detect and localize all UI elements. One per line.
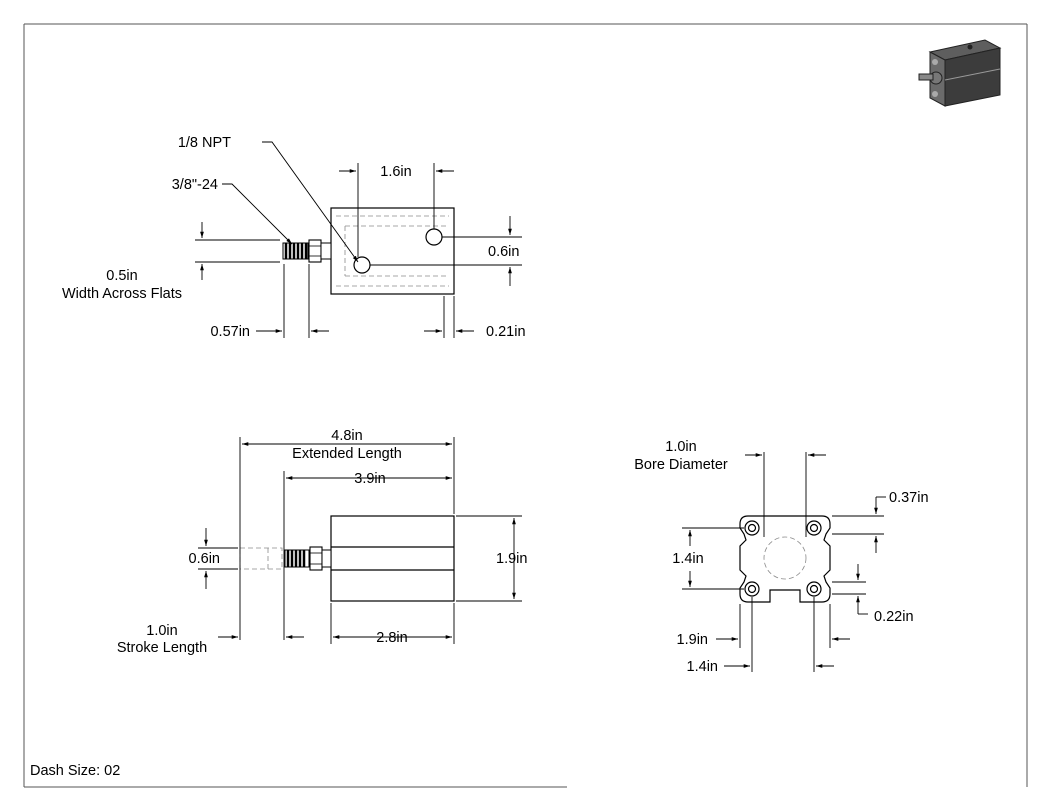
slot-depth-label: 0.22in xyxy=(874,609,914,625)
rod-thread xyxy=(282,239,332,263)
bore-hidden xyxy=(763,536,807,580)
bore-value-label: 1.0in xyxy=(665,439,696,455)
corner-hole-label: 0.37in xyxy=(889,490,929,506)
extended-caption-label: Extended Length xyxy=(292,446,402,462)
drawing-frame xyxy=(23,23,1028,788)
flats-caption-label: Width Across Flats xyxy=(62,286,182,302)
flats-value-label: 0.5in xyxy=(106,268,137,284)
bore-caption-label: Bore Diameter xyxy=(634,457,728,473)
stroke-caption-label: Stroke Length xyxy=(117,640,207,656)
stroke-value-label: 1.0in xyxy=(146,623,177,639)
rod-diameter-label: 0.6in xyxy=(189,551,220,567)
side-body xyxy=(330,515,455,602)
body-height-label: 1.9in xyxy=(496,551,527,567)
corner-holes xyxy=(744,520,822,597)
cylinder-3d-thumbnail-icon xyxy=(918,39,1002,107)
body-length-label: 2.8in xyxy=(376,630,407,646)
top-length-label: 1.6in xyxy=(380,164,411,180)
end-face-outline xyxy=(739,515,831,603)
rod-length-label: 0.57in xyxy=(210,324,250,340)
hole-spacing-v-label: 1.4in xyxy=(672,551,703,567)
top-view xyxy=(195,141,522,338)
top-port-1 xyxy=(425,228,443,246)
thread-label: 3/8"-24 xyxy=(172,177,218,193)
npt-label: 1/8 NPT xyxy=(178,135,231,151)
side-rod-thread xyxy=(284,546,332,571)
top-port-offset-label: 0.6in xyxy=(488,244,519,260)
port-from-end-label: 0.21in xyxy=(486,324,526,340)
top-body xyxy=(330,207,455,295)
face-width-label: 1.9in xyxy=(677,632,708,648)
retracted-length-label: 3.9in xyxy=(354,471,385,487)
end-view xyxy=(682,452,886,672)
hole-spacing-h-label: 1.4in xyxy=(687,659,718,675)
dash-size-label: Dash Size: 02 xyxy=(30,763,120,779)
extended-value-label: 4.8in xyxy=(331,428,362,444)
side-view xyxy=(198,437,522,644)
